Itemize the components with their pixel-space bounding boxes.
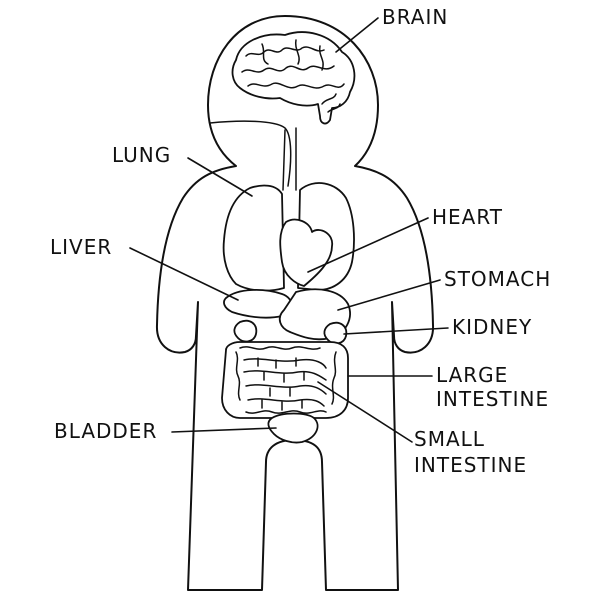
small-intestine-organ <box>243 357 327 411</box>
stomach-label: STOMACH <box>444 267 551 291</box>
small-intestine-leader <box>317 381 413 443</box>
brain-label: BRAIN <box>382 5 448 29</box>
trachea <box>282 127 297 191</box>
brain-leader <box>335 17 379 53</box>
large-intestine-organ <box>221 341 349 419</box>
kidney-leader <box>343 327 449 335</box>
kidney-right-organ <box>323 321 348 345</box>
liver-label: LIVER <box>50 235 112 259</box>
heart-organ <box>279 218 333 287</box>
kidney-left-organ <box>233 319 258 343</box>
bladder-leader <box>171 427 277 433</box>
kidney-label: KIDNEY <box>452 315 532 339</box>
large-intestine-label-line2: INTESTINE <box>436 387 549 411</box>
bladder-label: BLADDER <box>54 419 157 443</box>
brain-organ <box>231 31 356 125</box>
large-intestine-label-line1: LARGE <box>436 363 508 387</box>
heart-leader <box>307 217 429 273</box>
stomach-leader <box>337 279 441 311</box>
lung-leader <box>187 157 253 197</box>
lung-label: LUNG <box>112 143 171 167</box>
heart-label: HEART <box>432 205 503 229</box>
labels: BRAIN LUNG HEART LIVER STOMACH KIDNEY LA… <box>50 5 551 477</box>
neck-band <box>209 120 292 187</box>
liver-leader <box>129 247 239 301</box>
small-intestine-label-line2: INTESTINE <box>414 453 527 477</box>
leader-lines <box>129 17 449 443</box>
small-intestine-label-line1: SMALL <box>414 427 485 451</box>
